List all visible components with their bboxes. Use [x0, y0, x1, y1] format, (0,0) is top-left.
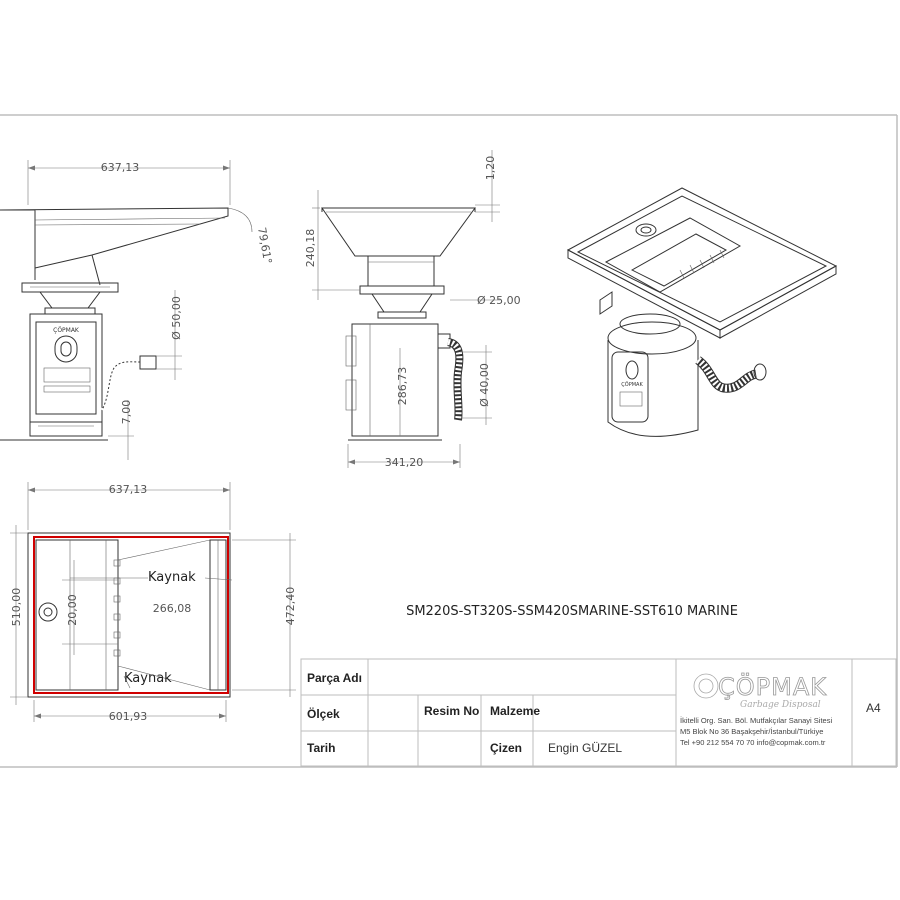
- paper-size: A4: [866, 701, 881, 715]
- top-view: 637,13 510,00 20,00 266,08 47: [10, 482, 297, 723]
- dim-pipe-40: Ø 40,00: [478, 363, 491, 407]
- dim-top-mid: 266,08: [153, 602, 192, 615]
- isometric-view: ÇÖPMAK: [566, 187, 838, 437]
- address-line-3: Tel +90 212 554 70 70 info@copmak.com.tr: [680, 738, 826, 747]
- company-logo: ÇÖPMAK Garbage Disposal: [693, 672, 827, 710]
- value-drawn-by: Engin GÜZEL: [548, 741, 622, 755]
- weld-label-top: Kaynak: [148, 570, 196, 585]
- label-scale: Ölçek: [307, 706, 340, 721]
- dim-pipe-25: Ø 25,00: [477, 294, 521, 307]
- address-line-1: İkitelli Org. San. Böl. Mutfakçılar Sana…: [680, 716, 832, 725]
- label-part-name: Parça Adı: [307, 671, 362, 685]
- iso-body-logo: ÇÖPMAK: [621, 381, 643, 388]
- dim-front-width: 637,13: [101, 161, 140, 174]
- company-tagline: Garbage Disposal: [740, 700, 821, 710]
- label-drawn-by: Çizen: [490, 741, 522, 755]
- label-material: Malzeme: [490, 704, 540, 718]
- sheet-frame: [0, 114, 898, 768]
- address-line-2: M5 Blok No 36 Başakşehir/İstanbul/Türkiy…: [680, 727, 823, 736]
- dim-top-height-left: 510,00: [10, 588, 23, 627]
- dim-top-width: 637,13: [109, 483, 148, 496]
- front-view: 637,13 79,61° ÇÖPMAK Ø: [0, 160, 274, 460]
- dim-top-bottom-width: 601,93: [109, 710, 148, 723]
- title-block: Parça Adı Ölçek Resim No Malzeme Tarih Ç…: [300, 658, 897, 767]
- body-logo: ÇÖPMAK: [53, 327, 80, 334]
- weld-label-bottom: Kaynak: [124, 671, 172, 686]
- dim-side-width: 341,20: [385, 456, 424, 469]
- dim-side-body: 286,73: [396, 367, 409, 406]
- side-view: 240,18 1,20 Ø 25,00 286,73 Ø 40,00 341,2…: [304, 150, 521, 469]
- company-name: ÇÖPMAK: [718, 672, 827, 701]
- dim-top-height-right: 472,40: [284, 587, 297, 626]
- dim-side-height: 240,18: [304, 229, 317, 268]
- dim-base-7: 7,00: [120, 400, 133, 425]
- label-drawing-no: Resim No: [424, 704, 479, 718]
- dim-top-inner: 20,00: [66, 594, 79, 626]
- label-date: Tarih: [307, 741, 335, 755]
- dim-side-top: 1,20: [484, 156, 497, 181]
- drawing-title: SM220S-ST320S-SSM420SMARINE-SST610 MARIN…: [406, 604, 738, 619]
- dim-pipe-50: Ø 50,00: [170, 296, 183, 340]
- dim-angle: 79,61°: [255, 226, 274, 265]
